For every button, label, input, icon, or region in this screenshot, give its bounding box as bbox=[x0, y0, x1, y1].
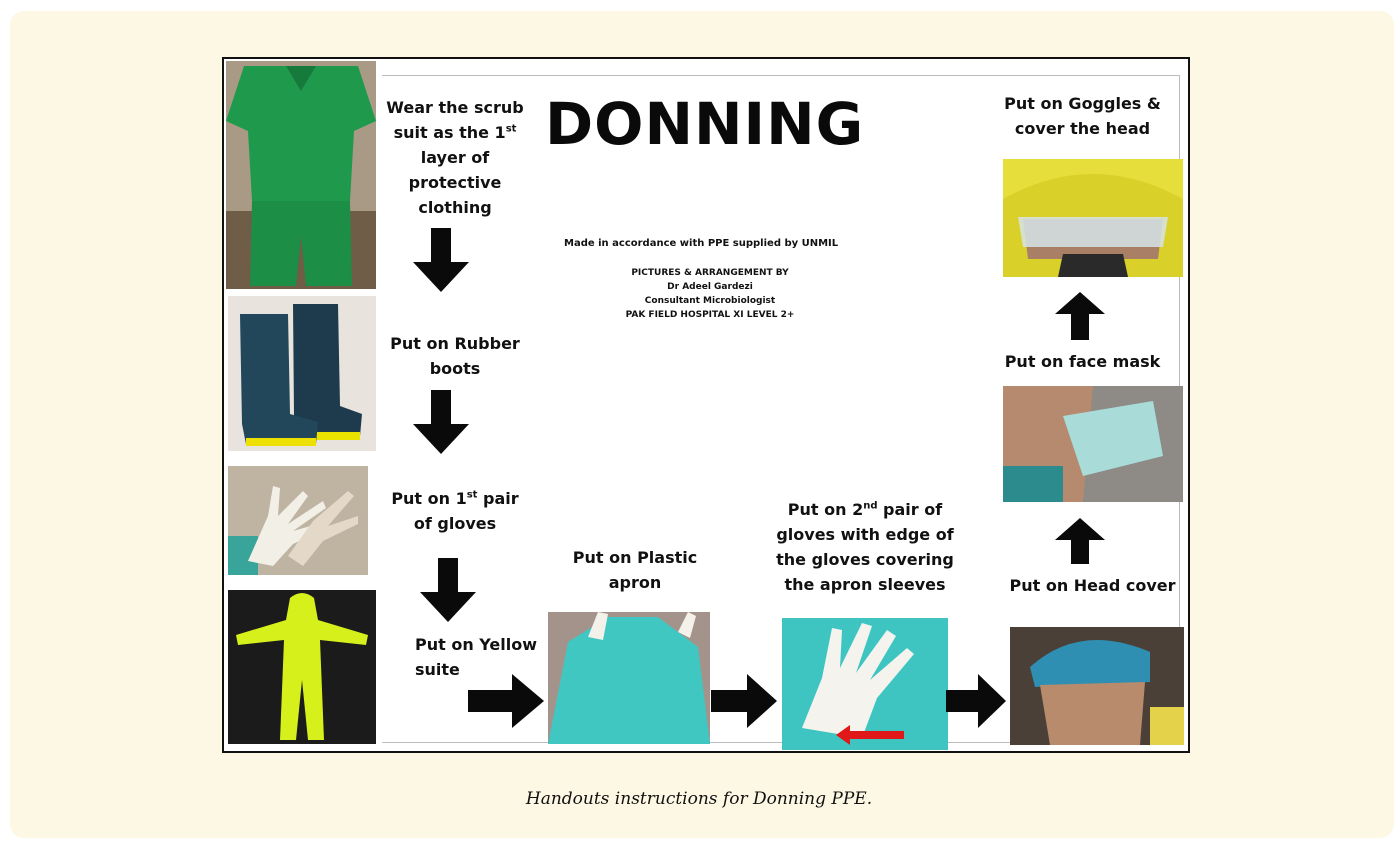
up-arrow-icon bbox=[1055, 518, 1105, 564]
step-plastic-apron: Put on Plastic apron bbox=[560, 545, 710, 595]
step-text: apron bbox=[560, 570, 710, 595]
step-text: the apron sleeves bbox=[770, 572, 960, 597]
step-text: suit as the 1st bbox=[380, 120, 530, 145]
step-text: Put on 1st pair bbox=[380, 486, 530, 511]
step-scrub-suit: Wear the scrub suit as the 1st layer of … bbox=[380, 95, 530, 220]
handout-title: DONNING bbox=[545, 90, 864, 158]
up-arrow-icon bbox=[1055, 292, 1105, 340]
step-head-cover: Put on Head cover bbox=[1005, 573, 1180, 598]
down-arrow-icon bbox=[413, 390, 469, 454]
step-text: Put on Plastic bbox=[560, 545, 710, 570]
scrub-suit-photo bbox=[226, 61, 376, 289]
step-text: Put on Rubber bbox=[380, 331, 530, 356]
right-arrow-icon bbox=[711, 674, 777, 728]
step-goggles: Put on Goggles & cover the head bbox=[1000, 91, 1165, 141]
rubber-boots-photo bbox=[228, 296, 376, 451]
step-second-gloves: Put on 2nd pair of gloves with edge of t… bbox=[770, 497, 960, 597]
credits-hospital: PAK FIELD HOSPITAL XI LEVEL 2+ bbox=[560, 308, 860, 322]
face-mask-photo bbox=[1003, 386, 1183, 502]
step-rubber-boots: Put on Rubber boots bbox=[380, 331, 530, 381]
figure-caption: Handouts instructions for Donning PPE. bbox=[0, 789, 1398, 809]
step-first-gloves: Put on 1st pair of gloves bbox=[380, 486, 530, 536]
step-text: Put on face mask bbox=[1000, 349, 1165, 374]
head-cover-photo bbox=[1010, 627, 1184, 745]
plastic-apron-photo bbox=[548, 612, 710, 744]
step-face-mask: Put on face mask bbox=[1000, 349, 1165, 374]
made-in-accordance-text: Made in accordance with PPE supplied by … bbox=[564, 238, 838, 249]
credits-block: PICTURES & ARRANGEMENT BY Dr Adeel Garde… bbox=[560, 266, 860, 322]
right-arrow-icon bbox=[468, 674, 544, 728]
step-text: Put on 2nd pair of bbox=[770, 497, 960, 522]
step-text: layer of bbox=[380, 145, 530, 170]
yellow-suit-photo bbox=[228, 590, 376, 744]
step-text: protective bbox=[380, 170, 530, 195]
credits-line: PICTURES & ARRANGEMENT BY bbox=[560, 266, 860, 280]
step-text: clothing bbox=[380, 195, 530, 220]
credits-name: Dr Adeel Gardezi bbox=[560, 280, 860, 294]
right-arrow-icon bbox=[946, 674, 1006, 728]
first-gloves-photo bbox=[228, 466, 368, 575]
step-text: Put on Head cover bbox=[1005, 573, 1180, 598]
step-text: boots bbox=[380, 356, 530, 381]
step-text: the gloves covering bbox=[770, 547, 960, 572]
step-text: gloves with edge of bbox=[770, 522, 960, 547]
step-text: Put on Goggles & bbox=[1000, 91, 1165, 116]
goggles-photo bbox=[1003, 159, 1183, 277]
down-arrow-icon bbox=[413, 228, 469, 292]
step-text: of gloves bbox=[380, 511, 530, 536]
step-text: Wear the scrub bbox=[380, 95, 530, 120]
step-text: cover the head bbox=[1000, 116, 1165, 141]
second-gloves-photo bbox=[782, 618, 948, 750]
step-text: Put on Yellow bbox=[415, 632, 537, 657]
down-arrow-icon bbox=[420, 558, 476, 622]
credits-role: Consultant Microbiologist bbox=[560, 294, 860, 308]
